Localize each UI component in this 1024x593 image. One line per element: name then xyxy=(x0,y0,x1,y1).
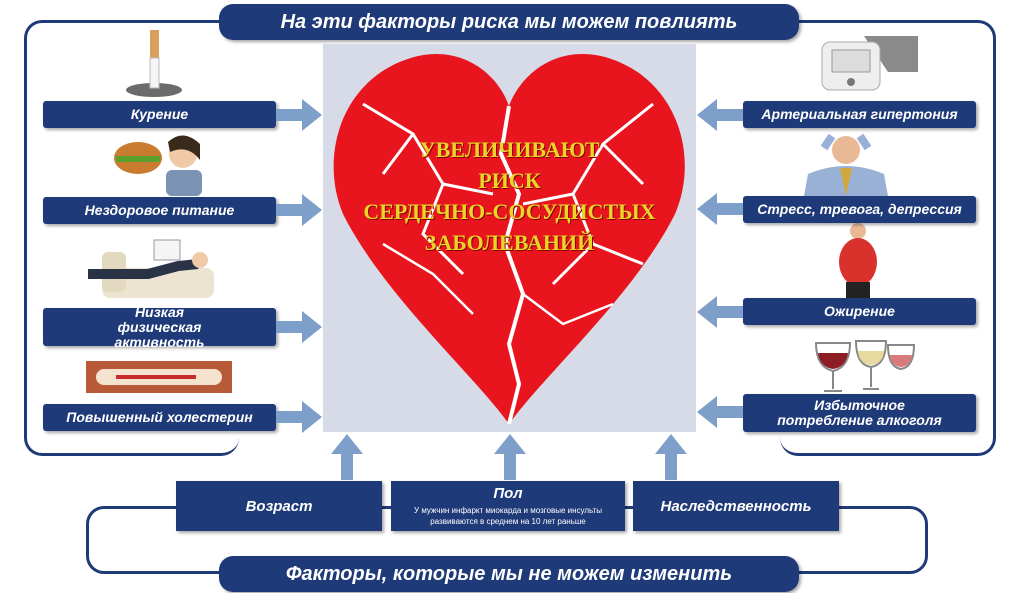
arrow-up-icon xyxy=(494,434,526,480)
factor-smoking: Курение xyxy=(43,101,276,128)
factor-age-title: Возраст xyxy=(245,497,313,515)
heart-line-1: УВЕЛИЧИВАЮТ xyxy=(419,137,600,162)
heart-line-2: РИСК xyxy=(478,168,541,193)
arrow-right-icon xyxy=(276,311,322,343)
burger-eating-icon xyxy=(114,135,202,196)
factor-obesity: Ожирение xyxy=(743,298,976,325)
header-title: На эти факторы риска мы можем повлиять xyxy=(219,4,799,40)
arrow-up-icon xyxy=(331,434,363,480)
arrow-right-icon xyxy=(276,194,322,226)
factor-hypertension: Артериальная гипертония xyxy=(743,101,976,128)
cigarette-icon xyxy=(126,30,182,97)
heart-caption: УВЕЛИЧИВАЮТ РИСК СЕРДЕЧНО-СОСУДИСТЫХ ЗАБ… xyxy=(323,134,696,258)
top-right-frame xyxy=(780,20,996,456)
factor-sex-title: Пол xyxy=(493,485,523,502)
arrow-left-icon xyxy=(697,396,743,428)
broken-heart-icon xyxy=(333,53,685,425)
factor-sex-note: У мужчин инфаркт миокарда и мозговые инс… xyxy=(414,506,602,526)
arrow-left-icon xyxy=(697,296,743,328)
arrow-up-icon xyxy=(655,434,687,480)
blood-pressure-monitor-icon xyxy=(821,36,918,91)
arrow-right-icon xyxy=(276,401,322,433)
arrow-right-icon xyxy=(276,99,322,131)
heart-line-4: ЗАБОЛЕВАНИЙ xyxy=(424,230,595,255)
factor-unhealthy-diet: Нездоровое питание xyxy=(43,197,276,224)
factor-stress: Стресс, тревога, депрессия xyxy=(743,196,976,223)
obese-man-icon xyxy=(839,223,877,300)
factor-heredity: Наследственность xyxy=(633,481,839,531)
factor-low-activity: Низкая физическая активность xyxy=(43,304,276,349)
factor-heredity-title: Наследственность xyxy=(660,497,812,515)
wine-glasses-icon xyxy=(814,340,916,392)
arrow-left-icon xyxy=(697,99,743,131)
factor-high-cholesterol: Повышенный холестерин xyxy=(43,404,276,431)
factor-age: Возраст xyxy=(176,481,382,531)
couch-potato-icon xyxy=(88,239,214,298)
factor-alcohol: Избыточное потребление алкоголя xyxy=(743,394,976,432)
top-left-frame xyxy=(24,20,239,456)
arrow-left-icon xyxy=(697,193,743,225)
heart-line-3: СЕРДЕЧНО-СОСУДИСТЫХ xyxy=(363,199,656,224)
footer-title: Факторы, которые мы не можем изменить xyxy=(219,556,799,592)
factor-sex: Пол У мужчин инфаркт миокарда и мозговые… xyxy=(391,481,625,531)
stressed-man-icon xyxy=(804,133,888,196)
cholesterol-artery-icon xyxy=(86,361,232,393)
